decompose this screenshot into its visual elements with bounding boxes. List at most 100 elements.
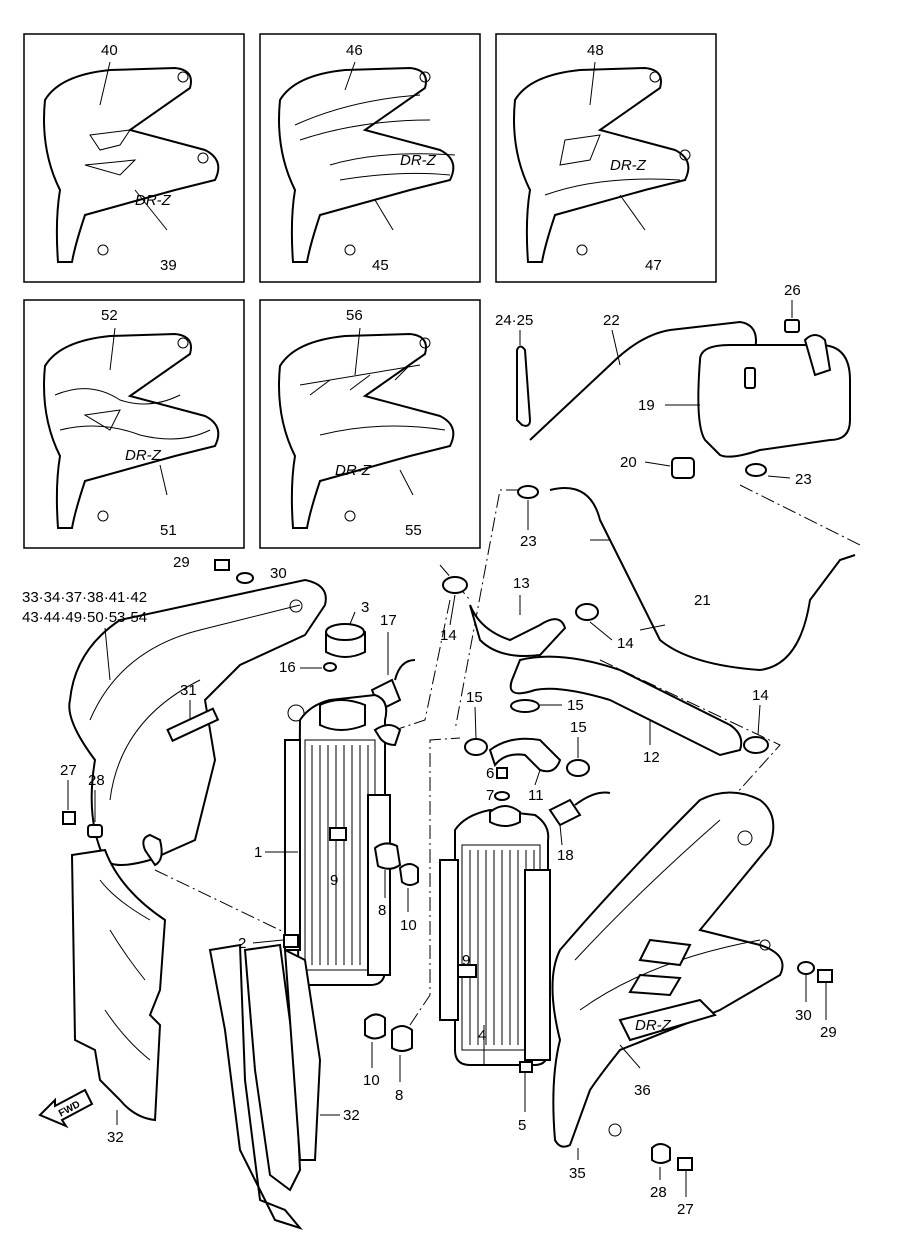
callout-48: 48 [587,42,604,59]
drz-logo-text: DR-Z [125,447,162,464]
callout-15a: 15 [567,697,584,714]
callout-45: 45 [372,257,389,274]
callout-27a: 27 [60,762,77,779]
callout-39: 39 [160,257,177,274]
collar-28-right [651,1143,671,1164]
shroud-panel-52: DR-Z 52 51 [23,299,245,549]
callout-8b: 8 [395,1087,403,1104]
grommet-20 [671,457,695,479]
callout-20: 20 [620,454,637,471]
shroud-panel-40: DR-Z 40 39 [23,33,245,283]
callout-31: 31 [180,682,197,699]
clamp-14-b [575,603,599,621]
forward-arrow-icon: FWD [38,1088,94,1129]
radiator-cap-3: 3 [325,599,369,658]
callout-15b: 15 [466,689,483,706]
callout-40: 40 [101,42,118,59]
clip-16 [323,662,337,672]
suzuki-logo-decal [628,938,692,997]
drz-logo-text: DR-Z [635,1017,672,1034]
bolt-2 [283,934,299,948]
radiator-left-1: 1 [254,693,402,986]
callout-19: 19 [638,397,655,414]
collar-10-right [364,1013,386,1040]
shroud-panel-48: DR-Z 48 47 [495,33,717,283]
callout-28a: 28 [88,772,105,789]
callout-22: 22 [603,312,620,329]
callout-52: 52 [101,307,118,324]
callout-10b: 10 [363,1072,380,1089]
callout-28b: 28 [650,1184,667,1201]
callout-30b: 30 [795,1007,812,1024]
reservoir-tank-group: 24·25 22 26 19 20 23 [495,282,851,488]
tank-strap [516,345,532,427]
bolt-9-left [329,827,347,841]
callout-29a: 29 [173,554,190,571]
callout-26: 26 [784,282,801,299]
reservoir-tank-19 [697,344,851,458]
clamp-15-b [464,738,488,756]
hose-12: 12 [509,655,743,766]
clamp-14-c [743,736,769,754]
callout-1: 1 [254,844,262,861]
drz-logo-text: DR-Z [135,192,172,209]
washer-30-right [797,961,815,975]
shroud-panel-46: DR-Z 46 45 [259,33,481,283]
callout-56: 56 [346,307,363,324]
radiator-guard-32-left: 32 [70,848,167,1146]
bolt-6 [496,767,508,779]
callout-9b: 9 [462,952,470,969]
callout-46: 46 [346,42,363,59]
callout-35: 35 [569,1165,586,1182]
bolt-26 [784,319,800,333]
callout-10a: 10 [400,917,417,934]
grommet-28-left [142,833,163,867]
hose-11: 11 [488,737,562,804]
clamp-14-a [442,576,468,594]
callout-55: 55 [405,522,422,539]
grommet-8-right [391,1025,413,1052]
clamp-23-upper [517,485,539,499]
callout-13: 13 [513,575,530,592]
callout-6: 6 [486,765,494,782]
callout-30a: 30 [270,565,287,582]
drz-logo-text: DR-Z [610,157,647,174]
drz-logo-text: DR-Z [335,462,372,479]
callout-32a: 32 [107,1129,124,1146]
callout-16: 16 [279,659,296,676]
overflow-hose-22 [529,320,757,441]
callout-8a: 8 [378,902,386,919]
callout-14b: 14 [617,635,634,652]
callout-24-25: 24·25 [495,312,533,329]
callout-2: 2 [238,935,246,952]
collar-10-left [398,863,419,886]
radiator-guard-32-right: 32 [208,943,360,1230]
bolt-27-left [62,811,76,825]
callout-4: 4 [478,1027,486,1044]
clamp-15-a [510,699,540,713]
callout-5: 5 [518,1117,526,1134]
callout-36: 36 [634,1082,651,1099]
grommet-8-left [373,842,402,870]
drz-logo-text: DR-Z [400,152,437,169]
hose-13: 13 [469,575,567,657]
shroud-panel-56: DR-Z 56 55 [259,299,481,549]
callout-group-line-2: 43·44·49·50·53·54 [22,609,147,626]
callout-7: 7 [486,787,494,804]
callout-29b: 29 [820,1024,837,1041]
clamp-23 [745,463,767,477]
clamp-15-c [566,759,590,777]
callout-18: 18 [557,847,574,864]
callout-32b: 32 [343,1107,360,1124]
callout-12: 12 [643,749,660,766]
callout-21: 21 [694,592,711,609]
callout-11: 11 [528,787,544,804]
callout-23b: 23 [520,533,537,550]
bolt-27-right [677,1157,693,1171]
callout-9a: 9 [330,872,338,889]
washer-7 [494,791,510,801]
callout-51: 51 [160,522,177,539]
callout-47: 47 [645,257,662,274]
collar-28-left [87,824,103,838]
